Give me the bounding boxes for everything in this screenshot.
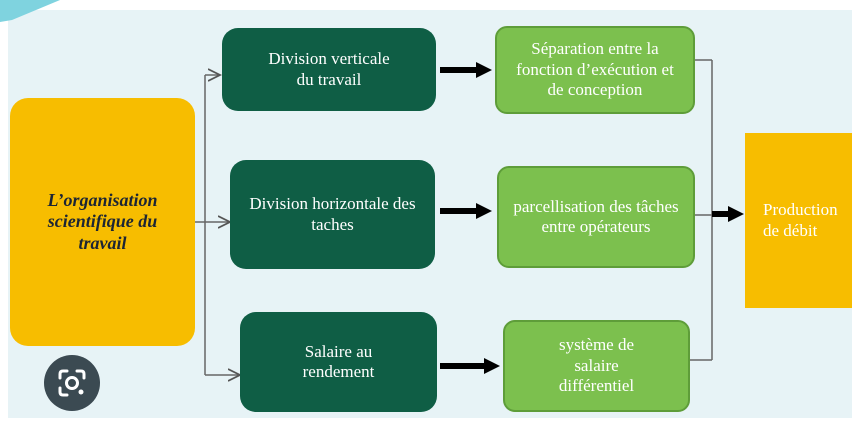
effect-salary-system-box: système de salaire différentiel: [503, 320, 690, 412]
google-lens-icon: [58, 369, 86, 397]
effect-salary-system-label: système de salaire différentiel: [558, 335, 635, 396]
effect-parcellisation-box: parcellisation des tâches entre opérateu…: [497, 166, 695, 268]
arrow-result-icon: [712, 206, 744, 222]
division-horizontal-box: Division horizontale des taches: [230, 160, 435, 269]
division-horizontal-label: Division horizontale des taches: [249, 194, 416, 234]
effect-separation-box: Séparation entre la fonction d’exécution…: [495, 26, 695, 114]
arrow-3-icon: [440, 358, 500, 374]
division-vertical-box: Division verticale du travail: [222, 28, 436, 111]
arrow-2-icon: [440, 203, 492, 219]
result-label: Production de débit: [763, 200, 838, 240]
result-box: Production de débit: [745, 133, 852, 308]
salary-label: Salaire au rendement: [302, 341, 375, 381]
salary-box: Salaire au rendement: [240, 312, 437, 412]
source-box: L’organisation scientifique du travail: [10, 98, 195, 346]
division-vertical-label: Division verticale du travail: [268, 49, 390, 89]
arrow-1-icon: [440, 62, 492, 78]
google-lens-button[interactable]: [44, 355, 100, 411]
effect-separation-label: Séparation entre la fonction d’exécution…: [516, 39, 674, 100]
effect-parcellisation-label: parcellisation des tâches entre opérateu…: [513, 196, 679, 236]
source-label: L’organisation scientifique du travail: [47, 189, 158, 253]
corner-accent: [0, 0, 60, 22]
